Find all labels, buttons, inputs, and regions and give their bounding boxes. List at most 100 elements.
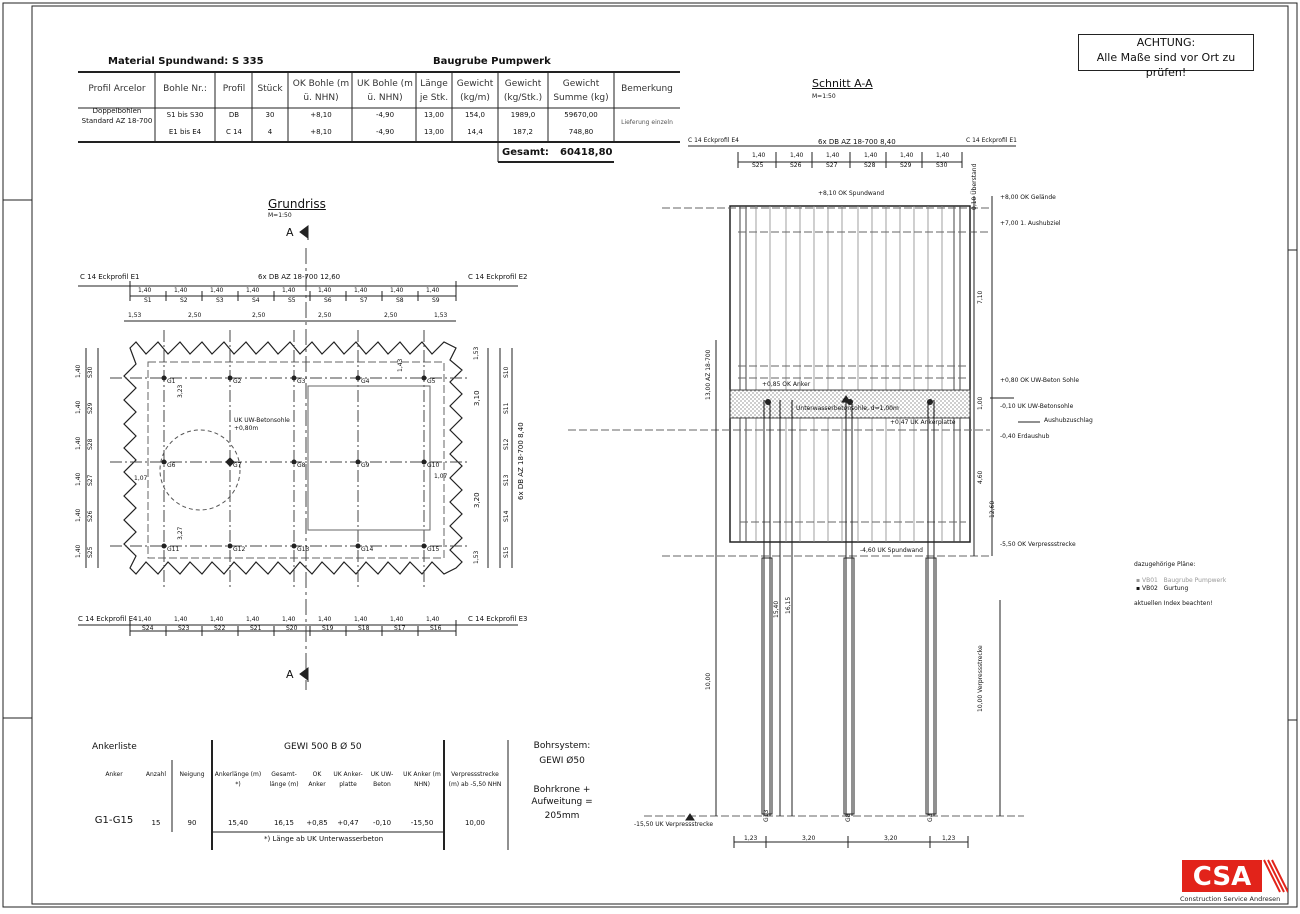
anchor-label: G3 [297, 378, 306, 385]
table-cell: +8,10 [310, 111, 332, 119]
corner-label: C 14 Eckprofil E3 [468, 615, 528, 623]
table-cell: 154,0 [464, 111, 486, 119]
anchor-col-header: Anker [105, 771, 123, 778]
anchor-cell: 16,15 [273, 819, 295, 827]
legend-footnote: aktuellen Index beachten! [1134, 600, 1213, 607]
bohr-value: GEWI Ø50 [539, 756, 585, 766]
ok-spundwand: +8,10 OK Spundwand [818, 190, 885, 197]
section-corner-right: C 14 Eckprofil E1 [966, 137, 1017, 144]
inner-dim: 1,07 [434, 473, 448, 480]
inner-frame [31, 5, 1289, 905]
section-pile-spacing: 1,40 [826, 152, 840, 159]
table-cell: -4,90 [375, 111, 395, 119]
water-label: Unterwasserbetonsohle, d=1,00m [796, 405, 899, 412]
legend-label: Gurtung [1163, 585, 1189, 592]
pile-label: S12 [503, 438, 510, 450]
pile-label: S15 [503, 546, 510, 558]
inner-dim: 3,27 [177, 526, 184, 540]
vert-dim: 1,00 [977, 396, 984, 410]
vert-dim: 7,10 [977, 290, 984, 304]
anchor-table-title: Ankerliste [92, 742, 137, 752]
section-title: Schnitt A-A [812, 77, 873, 90]
table-cell: 748,80 [568, 128, 594, 136]
section-pile-label: S25 [752, 162, 764, 169]
table-cell: 59670,00 [564, 111, 598, 119]
pile-label: S18 [358, 625, 370, 632]
table-cell: 14,4 [467, 128, 483, 136]
plan-note: UK UW-Betonsohle [234, 417, 290, 424]
section-marker-top: A [286, 226, 294, 239]
anchor-col-header: UK Anker-platte [333, 771, 363, 788]
anchor-cell: -0,10 [372, 819, 392, 827]
table-cell: DB [228, 111, 240, 119]
side-dim: 3,10 [473, 390, 481, 406]
bohr-title: Bohrsystem: [533, 741, 591, 751]
anchor-system: GEWI 500 B Ø 50 [284, 742, 362, 752]
bottom-level: -15,50 UK Verpressstrecke [634, 821, 714, 828]
total-value: 60418,80 [560, 147, 613, 158]
pile-label: S24 [142, 625, 154, 632]
plan-title: Grundriss [268, 197, 326, 211]
plan-scale: M=1:50 [268, 212, 292, 219]
table-cell: S1 bis S30 [166, 111, 204, 119]
table-cell: Lieferung einzeln [621, 119, 673, 126]
grid-dim: 1,53 [434, 312, 448, 319]
pile-label: S5 [288, 297, 296, 304]
table-cell: Doppelbohlen Standard AZ 18-700 [81, 107, 153, 125]
corner-label: C 14 Eckprofil E1 [80, 273, 140, 281]
pile-spacing: 1,40 [138, 287, 152, 294]
material-value: S 335 [232, 56, 264, 67]
col-header: Gewicht (kg/Stk.) [503, 79, 543, 103]
pile-spacing: 1,40 [390, 616, 404, 623]
table-cell: C 14 [225, 128, 243, 136]
left-length: 13,00 AZ 18-700 [705, 349, 712, 400]
anchor-label: G2 [233, 378, 242, 385]
bohr-note-2: 205mm [544, 811, 580, 821]
pile-label: S22 [214, 625, 226, 632]
anchor-cell: 15,40 [227, 819, 249, 827]
col-header: Stück [257, 84, 283, 94]
inner-dim: 1,43 [397, 358, 404, 372]
pile-spacing: 1,40 [210, 616, 224, 623]
corner-label: C 14 Eckprofil E2 [468, 273, 528, 281]
bottom-anchor: G3 [927, 813, 934, 822]
logo-subtitle: Construction Service Andresen [1180, 895, 1281, 903]
anchor-cell: 10,00 [464, 819, 486, 827]
bohr-note: Bohrkrone + Aufweitung = [531, 785, 593, 807]
pile-spacing: 1,40 [174, 287, 188, 294]
pile-spacing: 1,40 [75, 508, 82, 522]
pile-label: S21 [250, 625, 262, 632]
anchor-label: G8 [297, 462, 306, 469]
pile-spacing: 1,40 [318, 616, 332, 623]
plan-view [78, 225, 518, 690]
pile-spacing: 1,40 [246, 616, 260, 623]
anchor-col-header: Neigung [179, 771, 205, 778]
corner-label: C 14 Eckprofil E4 [78, 615, 138, 623]
col-header: Gewicht Summe (kg) [553, 79, 609, 103]
level-label: -0,40 Erdaushub [1000, 433, 1050, 440]
section-marker-bottom: A [286, 668, 294, 681]
anchor-label: G6 [167, 462, 176, 469]
pile-spacing: 1,40 [75, 472, 82, 486]
anchor-label: G11 [167, 546, 180, 553]
anchor-label: G13 [297, 546, 310, 553]
anchor-col-header: Ankerlänge (m) *) [214, 771, 262, 788]
pile-label: S14 [503, 510, 510, 522]
section-pile-spacing: 1,40 [752, 152, 766, 159]
pile-label: S28 [87, 438, 94, 450]
legend-item-1: ▪ VB01 Baugrube Pumpwerk [1136, 577, 1227, 584]
bottom-dim: 3,20 [884, 835, 898, 842]
section-pile-label: S30 [936, 162, 948, 169]
section-pile-label: S29 [900, 162, 912, 169]
grid-dim: 2,50 [318, 312, 332, 319]
anchor-label: G15 [427, 546, 440, 553]
grid-dim: 2,50 [188, 312, 202, 319]
anchor-cell: 15 [151, 819, 161, 827]
pile-label: S4 [252, 297, 260, 304]
legend-label: Baugrube Pumpwerk [1163, 577, 1227, 584]
anchor-label: G12 [233, 546, 246, 553]
pile-spacing: 1,40 [138, 616, 152, 623]
side-dim: 3,20 [473, 492, 481, 508]
pile-label: S20 [286, 625, 298, 632]
